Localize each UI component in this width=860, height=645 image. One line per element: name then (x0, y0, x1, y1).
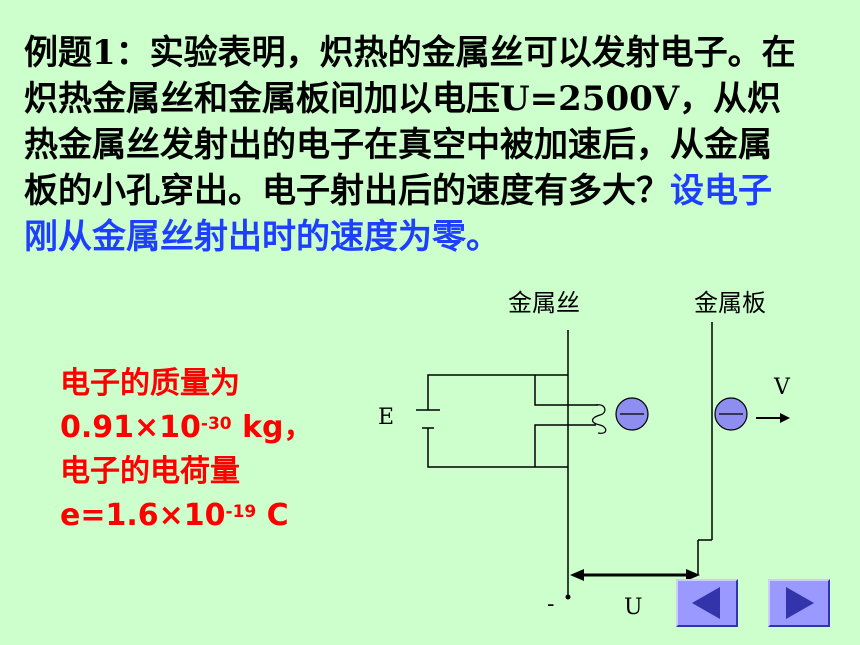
electron-charge-label: 电子的电荷量 (60, 454, 240, 489)
velocity-arrow (756, 413, 790, 423)
electron-mass-value: 0.91×10-30 kg， (60, 410, 314, 445)
voltage-label: U (624, 595, 643, 620)
problem-hint-text: 设电子刚从金属丝射出时的速度为零。 (24, 171, 772, 257)
problem-main-text: 例题1：实验表明，炽热的金属丝可以发射电子。在炽热金属丝和金属板间加以电压U=2… (24, 33, 796, 211)
given-constants: 电子的质量为 0.91×10-30 kg， 电子的电荷量 e=1.6×10-19… (60, 362, 360, 538)
emf-label: E (378, 405, 395, 430)
voltage-arrow (570, 569, 700, 581)
negative-terminal-dot (565, 594, 571, 600)
previous-slide-button[interactable] (676, 579, 738, 627)
filament-label: 金属丝 (508, 289, 580, 317)
left-arrow-icon (692, 587, 720, 619)
filament-coil (591, 404, 607, 434)
electron-charge-value: e=1.6×10-19 C (60, 498, 289, 533)
electrons (615, 397, 748, 431)
electron-mass-label: 电子的质量为 (60, 366, 240, 401)
next-slide-button[interactable] (768, 579, 830, 627)
velocity-label: V (774, 375, 790, 400)
right-arrow-icon (786, 587, 814, 619)
plate-label: 金属板 (694, 289, 766, 317)
problem-statement: 例题1：实验表明，炽热的金属丝可以发射电子。在炽热金属丝和金属板间加以电压U=2… (24, 30, 804, 260)
negative-terminal-label: - (547, 592, 555, 617)
battery-circuit (427, 374, 568, 410)
